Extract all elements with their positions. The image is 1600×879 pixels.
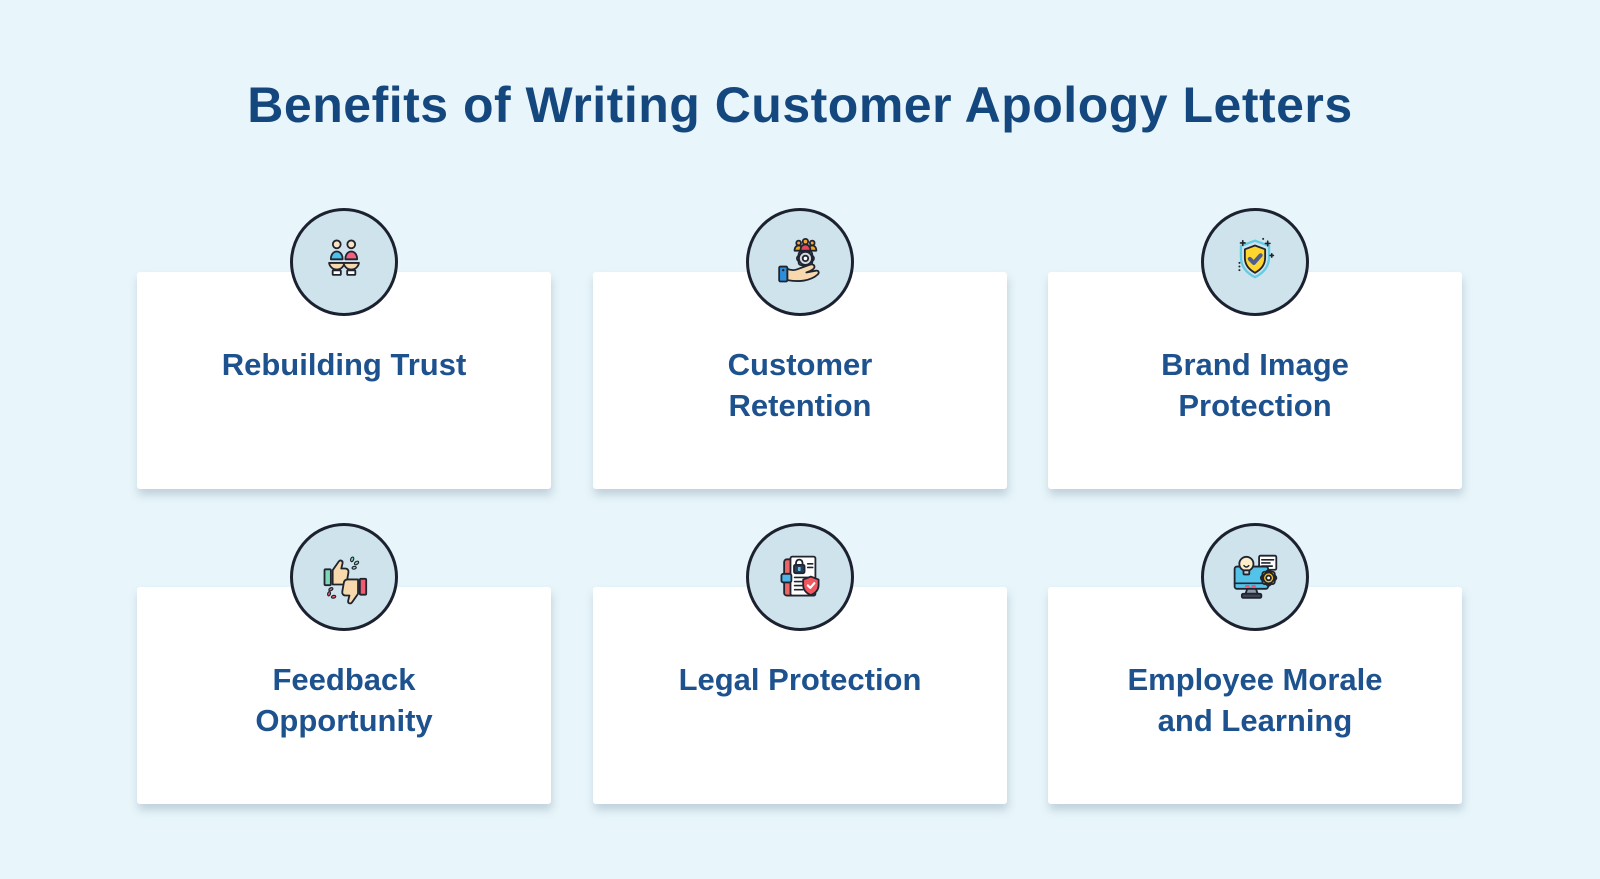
card-label: Feedback Opportunity xyxy=(255,662,433,738)
card-label: Brand Image Protection xyxy=(1161,347,1349,423)
shield-checkmark-icon xyxy=(1238,237,1275,279)
card-label: Rebuilding Trust xyxy=(221,347,467,382)
thumbs-up-down-icon xyxy=(323,556,368,605)
page-title: Benefits of Writing Customer Apology Let… xyxy=(247,77,1353,133)
card-brand-image-protection: Brand Image Protection xyxy=(1048,208,1462,489)
hand-holding-team-gear-icon xyxy=(778,237,820,283)
card-label: Employee Morale and Learning xyxy=(1127,662,1383,738)
icon-circle xyxy=(746,208,854,316)
icon-circle xyxy=(290,523,398,631)
hands-cradling-people-icon xyxy=(328,239,360,276)
card-rebuilding-trust: Rebuilding Trust xyxy=(137,208,551,489)
card-label: Customer Retention xyxy=(727,347,873,423)
monitor-lightbulb-gear-icon xyxy=(1233,554,1278,599)
icon-circle xyxy=(746,523,854,631)
document-lock-shield-icon xyxy=(780,555,820,597)
card-customer-retention: Customer Retention xyxy=(593,208,1007,489)
card-feedback-opportunity: Feedback Opportunity xyxy=(137,523,551,804)
card-employee-morale-learning: Employee Morale and Learning xyxy=(1048,523,1462,804)
card-label: Legal Protection xyxy=(678,662,922,697)
icon-circle xyxy=(1201,208,1309,316)
icon-circle xyxy=(290,208,398,316)
icon-circle xyxy=(1201,523,1309,631)
card-legal-protection: Legal Protection xyxy=(593,523,1007,804)
